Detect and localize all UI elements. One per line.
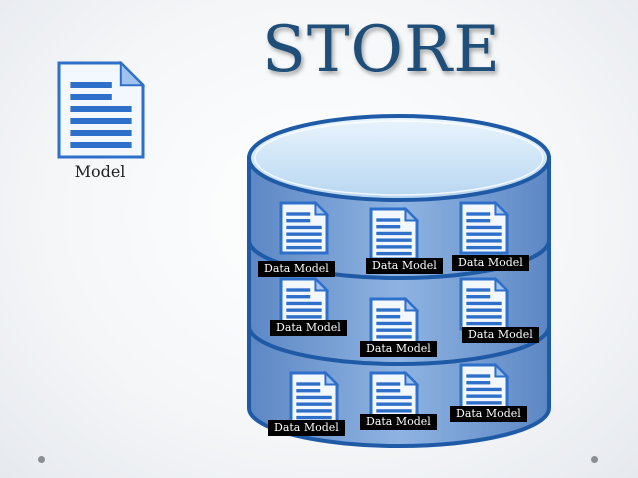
data-model-document-icon xyxy=(369,206,420,261)
nav-dot-right xyxy=(591,456,598,463)
model-label: Model xyxy=(74,162,126,181)
data-model-label: Data Model xyxy=(270,320,347,336)
data-model-document-icon xyxy=(459,362,510,417)
data-model-document-icon xyxy=(279,200,330,255)
data-model-label: Data Model xyxy=(360,341,437,357)
data-model-label: Data Model xyxy=(462,327,539,343)
data-model-label: Data Model xyxy=(452,255,529,271)
data-model-label: Data Model xyxy=(360,414,437,430)
data-model-document-icon xyxy=(459,276,510,331)
data-model-label: Data Model xyxy=(450,406,527,422)
data-model-label: Data Model xyxy=(366,258,443,274)
data-model-document-icon xyxy=(459,200,510,255)
data-model-document-icon xyxy=(289,370,340,425)
data-model-label: Data Model xyxy=(258,261,335,277)
slide-title: STORE xyxy=(262,13,501,87)
model-document-icon xyxy=(57,60,146,159)
data-model-document-icon xyxy=(279,276,330,331)
nav-dot-left xyxy=(38,456,45,463)
data-model-label: Data Model xyxy=(268,420,345,436)
